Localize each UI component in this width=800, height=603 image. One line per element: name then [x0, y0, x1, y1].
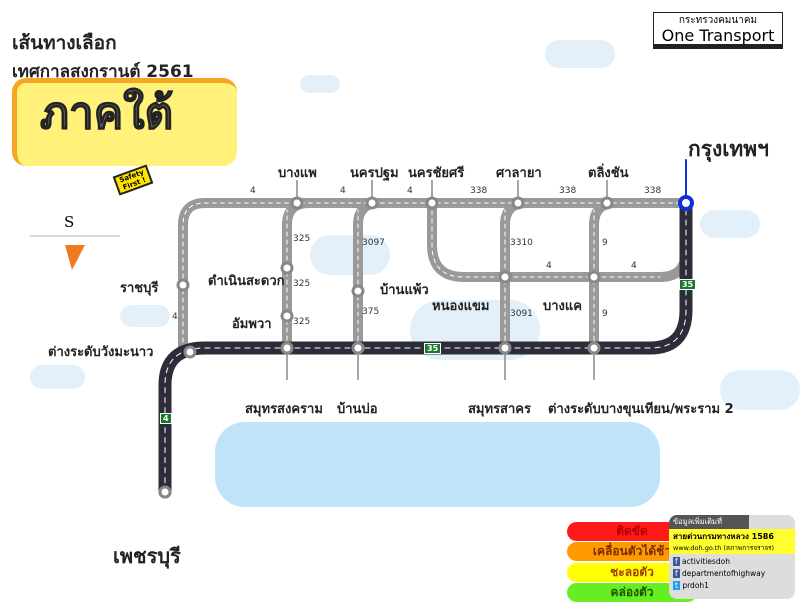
road-number: 338 — [644, 186, 662, 196]
brand-logo: กระทรวงคมนาคม One Transport — [653, 12, 783, 49]
label-talingchan: ตลิ่งชัน — [588, 166, 629, 181]
label-nakhonchaisi: นครชัยศรี — [408, 166, 465, 181]
facebook-link[interactable]: f activitiesdoh — [673, 557, 730, 566]
region-title: ภาคใต้ — [39, 88, 174, 140]
bangkok-node — [678, 195, 694, 211]
road-number: 3091 — [510, 309, 533, 319]
junction-nodes — [158, 196, 614, 499]
legend-slow: เคลื่อนตัวได้ช้า — [567, 542, 697, 561]
sea-area — [215, 422, 660, 507]
road-number: 4 — [172, 312, 178, 322]
legend-moderate: ชะลอตัว — [567, 563, 697, 582]
label-bangkhae: บางแค — [543, 299, 582, 314]
label-samutsakhon: สมุทรสาคร — [468, 402, 531, 417]
road-number: 9 — [602, 238, 608, 248]
facebook-icon: f — [673, 557, 680, 566]
legend-heavy: ติดขัด — [567, 522, 697, 541]
label-nakhonpathom: นครปฐม — [350, 166, 399, 181]
compass-label: S — [64, 213, 75, 231]
compass-arrow-icon — [65, 245, 85, 270]
facebook-icon: f — [673, 569, 680, 578]
road-number: 325 — [293, 279, 311, 289]
hotline: สายด่วนกรมทางหลวง 1586 — [673, 532, 774, 541]
twitter-link[interactable]: t prdoh1 — [673, 581, 709, 590]
label-banphaeo: บ้านแพ้ว — [380, 283, 429, 298]
website-link[interactable]: www.doh.go.th (สภาพการจราจร) — [673, 544, 775, 552]
info-header: ข้อมูลเพิ่มเติมที่ — [669, 515, 749, 529]
highway-35-badge: 35 — [679, 279, 697, 290]
road-number: 4 — [546, 261, 552, 271]
label-salaya: ศาลายา — [496, 166, 542, 181]
label-samutsongkhram: สมุทรสงคราม — [245, 402, 323, 417]
info-box: ข้อมูลเพิ่มเติมที่ สายด่วนกรมทางหลวง 158… — [669, 515, 795, 599]
highway-4-badge: 4 — [160, 413, 172, 424]
twitter-icon: t — [673, 581, 680, 590]
label-banbo: บ้านบ่อ — [337, 402, 378, 417]
label-bangphae: บางแพ — [278, 166, 317, 181]
label-bangkhunthian: ต่างระดับบางขุนเทียน/พระราม 2 — [548, 402, 734, 417]
road-number: 3310 — [510, 238, 533, 248]
title-line1: เส้นทางเลือก — [12, 32, 117, 54]
road-number: 325 — [293, 234, 311, 244]
road-number: 338 — [470, 186, 488, 196]
facebook-link[interactable]: f departmentofhighway — [673, 569, 766, 578]
road-number: 338 — [559, 186, 577, 196]
road-number: 9 — [602, 309, 608, 319]
road-number: 4 — [340, 186, 346, 196]
label-damnoen: ดำเนินสะดวก — [208, 274, 285, 289]
label-bangkok: กรุงเทพฯ — [688, 137, 769, 161]
label-nongkhaem: หนองแขม — [432, 299, 490, 314]
label-wangmanao: ต่างระดับวังมะนาว — [48, 345, 154, 360]
label-amphawa: อัมพวา — [232, 317, 272, 332]
title-line2: เทศกาลสงกรานต์ 2561 — [12, 62, 194, 82]
title-bubble — [12, 78, 237, 166]
label-phetchaburi: เพชรบุรี — [113, 544, 181, 568]
road-number: 375 — [362, 307, 380, 317]
legend-smooth: คล่องตัว — [567, 583, 697, 602]
label-ratchaburi: ราชบุรี — [120, 281, 159, 296]
highway-35-badge: 35 — [424, 343, 442, 354]
road-number: 4 — [631, 261, 637, 271]
road-number: 325 — [293, 317, 311, 327]
title-block: เส้นทางเลือก เทศกาลสงกรานต์ 2561 — [12, 28, 194, 85]
road-number: 3097 — [362, 238, 385, 248]
road-number: 4 — [407, 186, 413, 196]
road-number: 4 — [250, 186, 256, 196]
